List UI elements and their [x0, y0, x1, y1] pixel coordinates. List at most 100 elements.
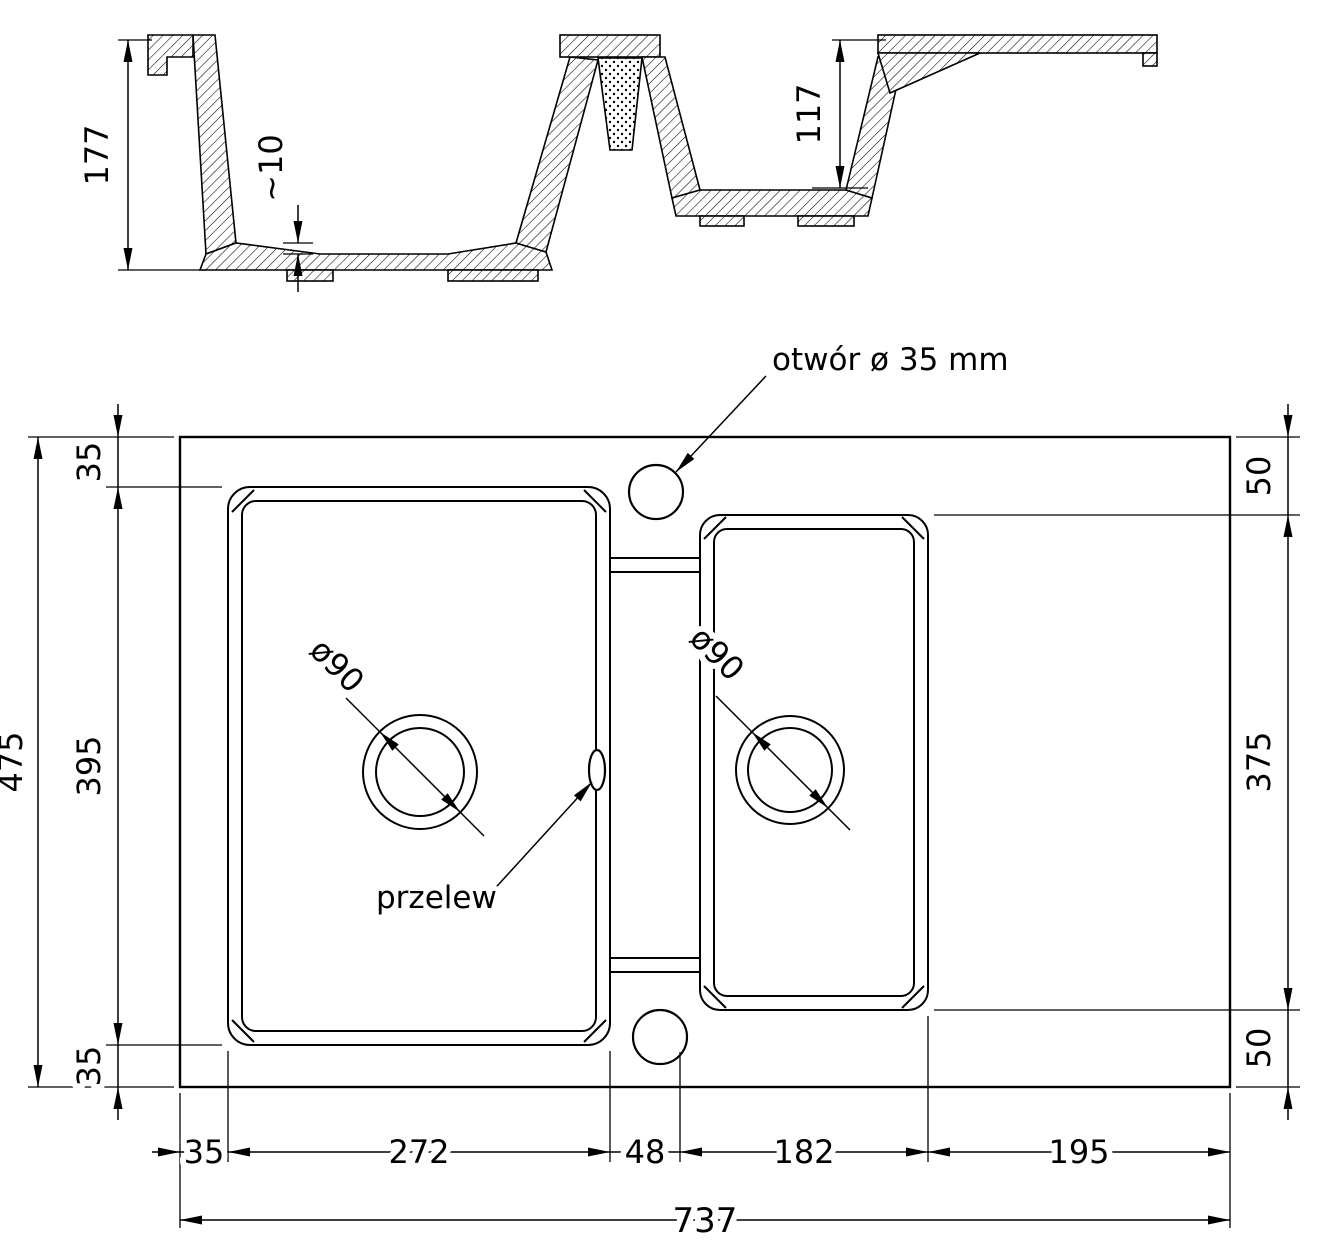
dim-label-seg-4: 182	[773, 1133, 834, 1171]
drain-outer-circle	[735, 715, 845, 825]
arrow-head	[1283, 415, 1293, 437]
dim-label-right-middle: 375	[1240, 731, 1278, 792]
arrow-head	[835, 40, 845, 62]
dim-label-seg-1: 35	[184, 1133, 225, 1171]
arrow-head	[228, 1147, 250, 1157]
section-body	[147, 34, 1158, 282]
diameter-leader	[345, 697, 485, 837]
drain-diameter-label: ø90	[682, 619, 752, 689]
drain-inner-circle	[747, 727, 833, 813]
arrow-head	[809, 789, 832, 812]
arrow-head	[1208, 1215, 1230, 1225]
bowl-bridge	[610, 557, 700, 973]
corner-chamfer	[703, 516, 727, 540]
main-bowl-outer-edge	[227, 486, 611, 1046]
corner-chamfer	[703, 985, 727, 1009]
arrow-head	[1283, 1087, 1293, 1109]
dim-label-seg-3: 48	[625, 1133, 666, 1171]
overflow-callout: przelew	[371, 748, 607, 921]
dim-label-bowl-length: 395	[70, 735, 108, 796]
arrow-head	[158, 1147, 180, 1157]
drain-inner-circle	[375, 727, 465, 817]
dim-total-width: 737	[180, 1195, 1230, 1247]
dim-depth-right: 117	[784, 39, 886, 189]
main-bowl	[227, 486, 611, 1046]
dim-label-depth-right: 117	[790, 83, 828, 144]
arrow-head	[928, 1147, 950, 1157]
dim-label-total-width: 737	[673, 1201, 738, 1241]
dim-floor-offset: ~10	[246, 128, 313, 292]
section-drainboard-wedge	[876, 52, 981, 95]
dim-label-total-height: 475	[0, 731, 30, 792]
dim-label-seg-2: 272	[388, 1133, 449, 1171]
half-bowl-inner-edge	[713, 528, 915, 997]
arrow-head	[180, 1215, 202, 1225]
section-left-bowl-left-wall	[192, 34, 237, 256]
dim-left-chain: 35 395 35	[64, 404, 222, 1120]
section-right-floor-pad	[699, 215, 745, 227]
arrow-head	[680, 1147, 702, 1157]
section-left-floor-pad	[447, 269, 539, 282]
arrow-head	[113, 487, 123, 509]
section-left-bowl-right-wall	[515, 56, 600, 254]
section-divider-cut	[597, 57, 643, 151]
corner-chamfer	[901, 516, 925, 540]
dim-label-depth-left: 177	[78, 124, 116, 185]
arrow-head	[293, 221, 303, 243]
corner-chamfer	[231, 1019, 255, 1043]
arrow-head	[1283, 515, 1293, 537]
bottom-accessory-hole	[631, 1008, 689, 1066]
dim-depth-left: 177	[72, 39, 206, 271]
section-left-rim	[147, 34, 194, 76]
arrow-head	[835, 166, 845, 188]
section-left-floor-pad	[286, 269, 334, 282]
section-left-bowl-floor	[198, 242, 554, 271]
sink-outer-outline	[178, 435, 1232, 1089]
dim-label-floor-offset: ~10	[252, 134, 290, 202]
corner-chamfer	[231, 489, 255, 513]
dim-right-chain: 50 375 50	[934, 404, 1300, 1120]
section-right-floor-pad	[797, 215, 855, 227]
arrow-head	[1208, 1147, 1230, 1157]
cross-section-view: 177 ~10 117	[72, 34, 1158, 292]
plan-view: ø90 ø90 przelew otwór ø 35 mm	[0, 337, 1300, 1247]
half-bowl-outer-edge	[699, 514, 929, 1011]
section-drainboard-end-cap	[1142, 52, 1158, 67]
overflow-slot	[587, 748, 607, 792]
dim-label-right-top: 50	[1240, 456, 1278, 497]
half-bowl	[699, 514, 929, 1011]
drain-outer-circle	[362, 714, 478, 830]
dim-label-margin-bottom: 35	[70, 1046, 108, 1087]
corner-chamfer	[901, 985, 925, 1009]
arrow-head	[113, 1087, 123, 1109]
arrow-head	[376, 728, 399, 751]
corner-chamfer	[583, 489, 607, 513]
overflow-label: przelew	[376, 880, 497, 916]
tap-hole-label: otwór ø 35 mm	[772, 342, 1009, 378]
section-right-bowl-floor	[671, 189, 873, 217]
section-divider-rim	[559, 34, 661, 58]
main-bowl-inner-edge	[241, 500, 597, 1032]
dim-label-seg-5: 195	[1048, 1133, 1109, 1171]
arrow-head	[906, 1147, 928, 1157]
arrow-head	[441, 793, 464, 816]
arrow-head	[123, 40, 133, 62]
arrow-head	[123, 248, 133, 270]
arrow-head	[113, 415, 123, 437]
main-bowl-drain: ø90	[296, 625, 485, 837]
leader-line	[487, 781, 593, 897]
tap-hole	[627, 463, 685, 521]
tap-hole-callout: otwór ø 35 mm	[672, 337, 1014, 476]
arrow-head	[1283, 988, 1293, 1010]
half-bowl-drain: ø90	[676, 613, 851, 831]
arrow-head	[33, 1065, 43, 1087]
corner-chamfer	[583, 1019, 607, 1043]
arrow-head	[748, 728, 771, 751]
dim-bottom-chain: 35 272 48 182 195	[152, 1016, 1231, 1228]
dim-label-margin-top: 35	[70, 442, 108, 483]
section-drainboard-rim	[877, 34, 1158, 54]
drain-diameter-label: ø90	[302, 631, 372, 701]
arrow-head	[113, 1023, 123, 1045]
